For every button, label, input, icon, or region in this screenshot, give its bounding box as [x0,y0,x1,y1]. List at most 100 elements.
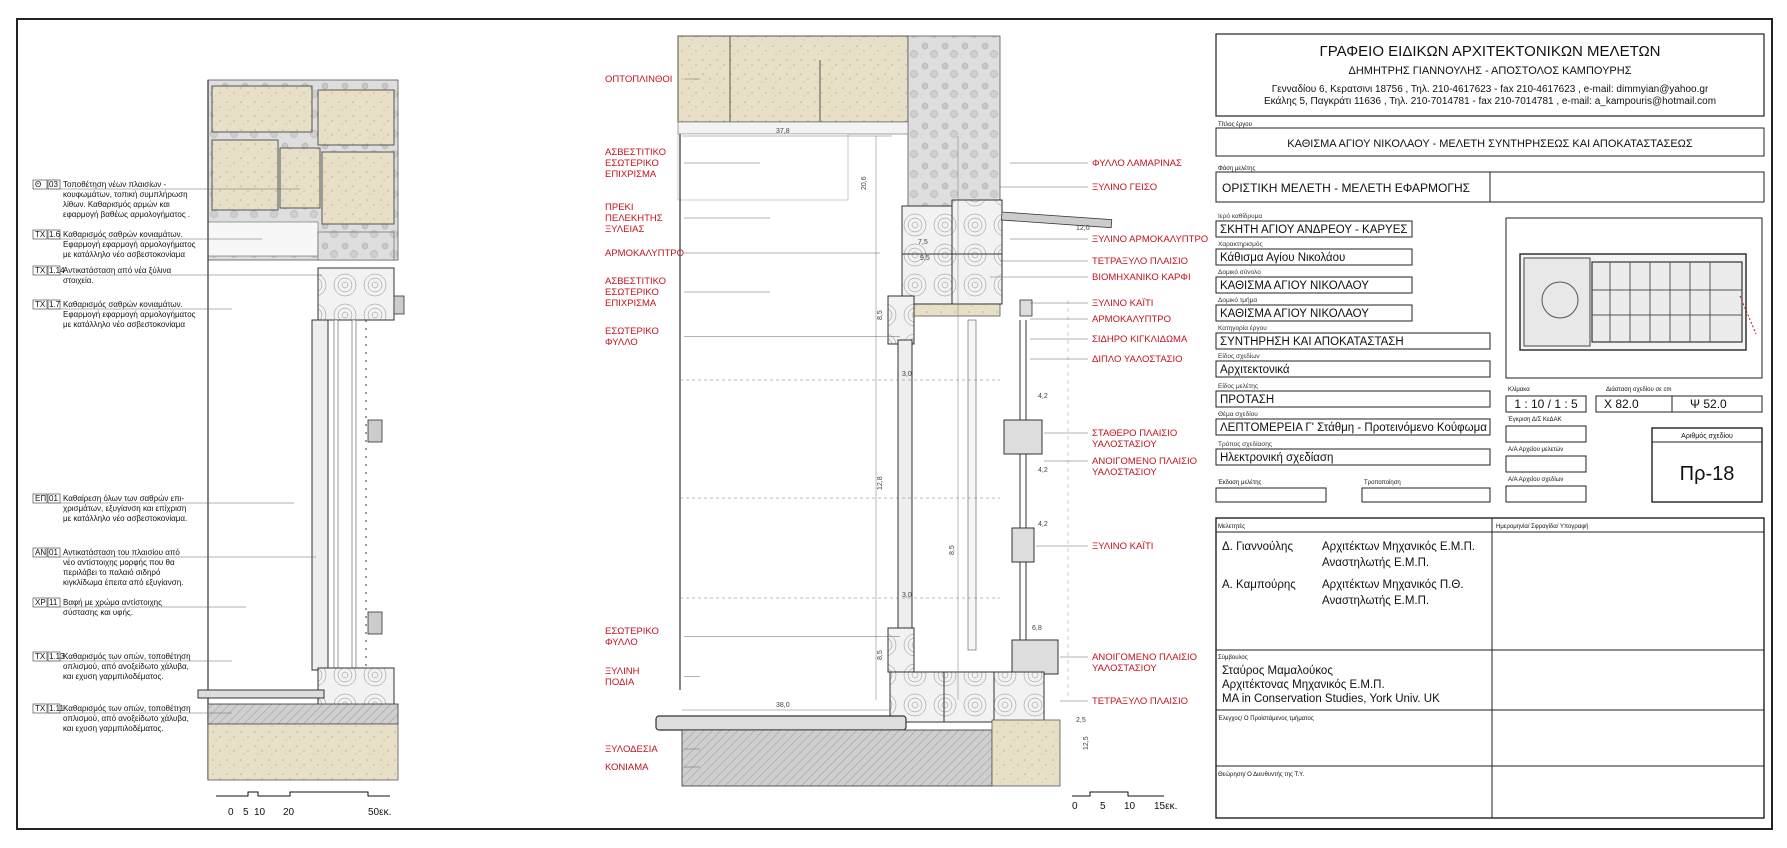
field-box [1215,360,1491,378]
field-box [1215,276,1413,294]
archive-label: Α/Α Αρχείου μελετών [1508,447,1563,453]
note-text-line: Βαφή με χρώμα αντίστοιχης [63,598,162,607]
designer-role-2: Αναστηλωτής Ε.Μ.Π. [1322,557,1429,569]
dim-h3: 12,8 [877,476,884,490]
label-right: ΞΥΛΙΝΟ ΑΡΜΟΚΑΛΥΠΤΡΟ [1092,234,1208,245]
dim-h4: 8,5 [877,650,884,660]
scale-left-tick-1: 5 [243,807,249,818]
note-text-line: λίθων. Καθαρισμός αρμών και [63,200,170,209]
note-code-box [32,229,48,240]
office-name: ΓΡΑΦΕΙΟ ΕΙΔΙΚΩΝ ΑΡΧΙΤΕΚΤΟΝΙΚΩΝ ΜΕΛΕΤΩΝ [1319,43,1660,60]
field-label: Δομικό τμήμα [1218,296,1257,304]
note-text-line: περιλάβει το παλαιό σιδηρό [63,568,161,577]
dim-bottom-width: 38,0 [776,702,790,709]
field-label: Είδος σχεδίων [1218,352,1260,360]
field-label: Είδος μελέτης [1218,382,1258,390]
dim-h5: 8,5 [949,545,956,555]
note-text-line: οπλισμού, από ανοξείδωτο χάλυβα, [63,662,189,671]
note-text-line: σύστασης και υφής. [63,608,133,617]
note-code-box [32,651,48,662]
label-right: ΑΝΟΙΓΟΜΕΝΟ ΠΛΑΙΣΙΟ [1092,652,1197,663]
dimension-lines [680,135,1000,711]
dims-label: Διάσταση σχεδίου σε cm [1606,386,1672,393]
label-right: ΥΑΛΟΣΤΑΣΙΟΥ [1092,663,1157,674]
office-address-1: Γενναδίου 6, Κερατσινι 18756 , Τηλ. 210-… [1272,83,1709,95]
note-text-line: Εφαρμογή εφαρμογή αρμολογήματος [63,310,196,319]
approval-label: Έγκριση Δ/Σ ΚεΔΑΚ [1507,417,1562,423]
scale-mid-end: 15εκ. [1154,801,1177,812]
note-num: 03 [49,180,58,189]
note-num: 1.11 [49,704,65,713]
label-left: ΕΠΙΧΡΙΣΜΑ [605,169,657,180]
label-left: ΕΣΩΤΕΡΙΚΟ [605,626,659,637]
left-section-detail [197,79,405,781]
label-right: ΥΑΛΟΣΤΑΣΙΟΥ [1092,439,1157,450]
label-right: ΞΥΛΙΝΟ ΚΑΪΤΙ [1092,541,1153,552]
label-right: ΤΕΤΡΑΞΥΛΟ ΠΛΑΙΣΙΟ [1092,696,1188,707]
note-code-box [32,703,48,714]
scale-left-end: 50εκ. [368,807,391,818]
note-code: ΤΧ [35,230,46,239]
note-text-line: Καθαρισμός σαθρών κονιαμάτων. [63,230,183,239]
endorse-label: Θεώρηση/ Ο Διευθυντής της Τ.Υ. [1218,771,1304,778]
label-left: ΚΟΝΙΑΜΑ [605,762,649,773]
field-label: Χαρακτηρισμός [1218,240,1263,248]
consultant-line: Αρχιτέκτονας Μηχανικός Ε.Μ.Π. [1222,679,1385,691]
note-code: ΑΝ [35,548,46,557]
note-text-line: με κατάλληλο νέο ασβεστοκονίαμα. [63,514,187,523]
note-text-line: Αντικατάσταση από νέα ξύλινα [63,266,172,275]
note-text-line: Καθαίρεση όλων των σαθρών επι- [63,494,184,503]
dim-top-width: 37,8 [776,128,790,135]
scale-left-tick-0: 0 [228,807,234,818]
dim-v48: 6,8 [1032,625,1042,632]
note-code-box [32,493,48,504]
field-value: ΛΕΠΤΟΜΕΡΕΙΑ Γ' Στάθμη - Προτεινόμενο Κού… [1220,422,1487,434]
date-sig-label: Ημερομηνία/ Σφραγίδα/ Υπογραφή [1496,523,1589,530]
sheet-border [16,18,1773,830]
dim-w25: 2,5 [1076,717,1086,724]
dim-v30b: 3,0 [902,592,912,599]
field-box [1215,448,1491,466]
note-text-line: και εχυση γαρμπιλοδέματος. [63,724,164,733]
field-value: ΣΚΗΤΗ ΑΓΙΟΥ ΑΝΔΡΕΟΥ - ΚΑΡΥΕΣ [1220,224,1408,236]
note-text-line: κουφωμάτων, τοπική συμπλήρωση [63,190,188,199]
label-right: ΣΤΑΘΕΡΟ ΠΛΑΙΣΙΟ [1092,428,1177,439]
issue-label: Έκδοση μελέτης [1217,479,1262,486]
note-text-line: Καθαρισμός των οπών, τοποθέτηση [63,704,191,713]
scale-left-tick-3: 20 [283,807,295,818]
field-box [1215,418,1491,436]
label-left: ΑΣΒΕΣΤΙΤΙΚΟ [605,276,666,287]
drawing-no: Πρ-18 [1680,463,1735,485]
scale-mid-tick-2: 10 [1124,801,1136,812]
dim-h1: 20,6 [861,176,868,190]
dim-v30a: 3,0 [902,371,912,378]
note-text-line: στοιχεία. [63,276,94,285]
field-value: ΣΥΝΤΗΡΗΣΗ ΚΑΙ ΑΠΟΚΑΤΑΣΤΑΣΗ [1220,336,1404,348]
note-text-line: νέο αντίστοιχης μορφής που θα [63,558,175,567]
label-right: ΑΡΜΟΚΑΛΥΠΤΡΟ [1092,314,1171,325]
scale-bar-mid: 0 5 10 15εκ. [1072,791,1177,812]
dim-w120: 12,0 [1076,225,1090,232]
label-left: ΠΕΛΕΚΗΤΗΣ [605,213,663,224]
dimension-texts: 37,8 38,0 20,6 8,5 12,8 8,5 8,5 3,0 3,0 … [776,128,1090,750]
label-left: ΑΡΜΟΚΑΛΥΠΤΡΟ [605,248,684,259]
phase-value: ΟΡΙΣΤΙΚΗ ΜΕΛΕΤΗ - ΜΕΛΕΤΗ ΕΦΑΡΜΟΓΗΣ [1222,181,1470,195]
label-right: ΦΥΛΛΟ ΛΑΜΑΡΙΝΑΣ [1092,158,1182,169]
designer-role-1: Αρχιτέκτων Μηχανικός Ε.Μ.Π. [1322,541,1475,553]
phase-label: Φάση μελέτης [1218,165,1255,172]
field-label: Θέμα σχεδίου [1218,410,1258,418]
dim-h2: 8,5 [877,310,884,320]
label-left: ΕΣΩΤΕΡΙΚΟ [605,158,659,169]
field-label: Δομικό σύνολο [1218,268,1261,276]
label-left: ΞΥΛΟΔΕΣΙΑ [605,744,658,755]
note-text-line: εφαρμογή βαθέως αρμολογήματος . [63,210,190,219]
note-text-line: Καθαρισμός σαθρών κονιαμάτων. [63,300,183,309]
field-box [1215,220,1413,238]
label-left: ΟΠΤΟΠΛΙΝΘΟΙ [605,74,672,85]
site-plan-thumbnail [1519,253,1757,351]
label-right: ΣΙΔΗΡΟ ΚΙΓΚΛΙΔΩΜΑ [1092,334,1188,345]
note-code-box [32,265,48,276]
